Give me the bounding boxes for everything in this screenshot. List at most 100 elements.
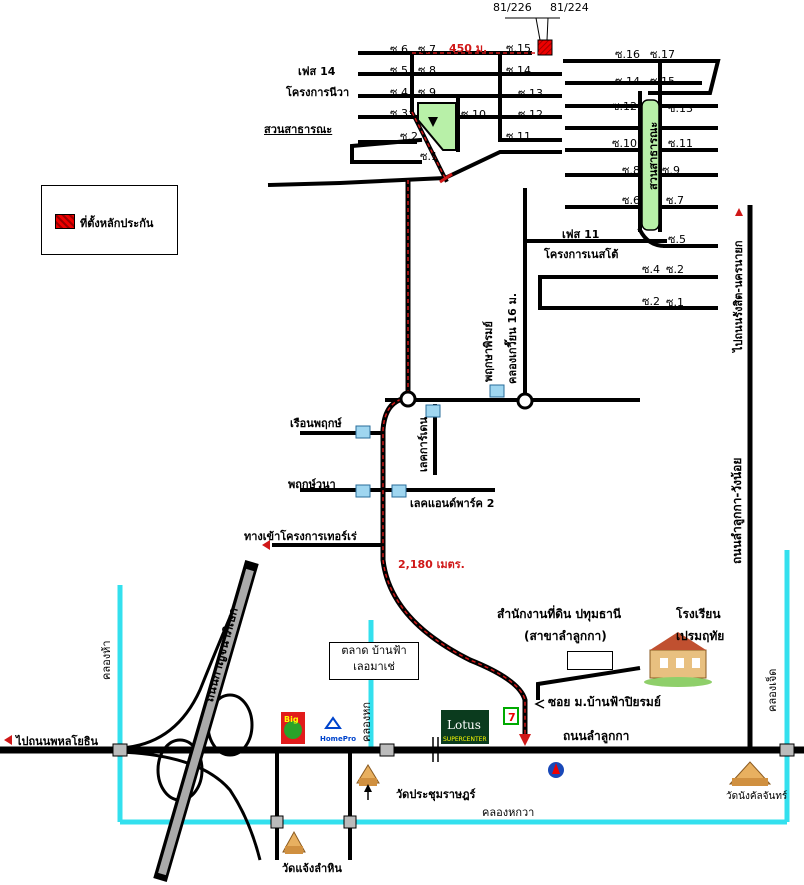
- market-line-2: เลอมาเช่: [353, 660, 395, 673]
- temple-prachum-icon: [356, 764, 380, 786]
- label-wat-prachum: วัดประชุมราษฎร์: [396, 788, 476, 801]
- soi-label: ซ.10: [612, 137, 637, 150]
- soi-label: ซ.2: [400, 130, 418, 143]
- label-phrueksaphirom: พฤกษาพิรมย์: [482, 321, 495, 382]
- park-north-arrow: [428, 117, 438, 127]
- soi-label: ซ.2: [666, 263, 684, 276]
- label-lake-garden: เลคการ์เดน: [417, 416, 430, 472]
- label-khlong-khwai: คลองเกวี๊ยน 16 ม.: [506, 292, 519, 384]
- temple-nang-icon: [728, 761, 772, 786]
- soi-label: ซ.13: [518, 87, 543, 100]
- label-phruek-wana: พฤกษ์วนา: [288, 478, 336, 491]
- label-khlong-jet: คลองเจ็ด: [766, 668, 779, 712]
- label-phase11: เฟส 11: [562, 228, 600, 241]
- village-icons: [355, 384, 505, 498]
- soi-label: ซ.14: [506, 64, 531, 77]
- label-entrance: ทางเข้าโครงการเทอร์เร่: [244, 530, 357, 543]
- junction-b: [516, 392, 534, 410]
- soi-label: ซ.15: [506, 42, 531, 55]
- road-soi-banfa: [536, 666, 641, 700]
- bridges: [112, 743, 795, 829]
- soi-label: ซ.3: [390, 107, 408, 120]
- lotus-logo-text: Lotus: [447, 718, 481, 732]
- label-phase14: เฟส 14: [298, 65, 336, 78]
- overpass-mark: [432, 737, 439, 762]
- label-to-phahon: ไปถนนพหลโยธิน: [16, 735, 99, 748]
- lotus-logo: [441, 710, 489, 744]
- label-to-rangsit: ไปถนนรังสิต-นครนายก: [732, 240, 745, 352]
- land-office-box: [567, 651, 613, 670]
- soi-label: ซ.7: [666, 194, 684, 207]
- fuel-station-flame: [552, 763, 560, 774]
- arrow-wat-prachum-head: [364, 784, 372, 792]
- soi-label: ซ.11: [506, 130, 531, 143]
- side-roads-south: [275, 750, 352, 860]
- label-park-east: สวนสาธารณะ: [647, 121, 660, 190]
- park-east: [641, 99, 660, 231]
- label-land-office: สำนักงานที่ดิน ปทุมธานี: [497, 607, 622, 621]
- distance-main: 2,180 เมตร.: [398, 558, 465, 571]
- route-junction-mark: [439, 172, 453, 184]
- label-school-name: เปรมฤทัย: [676, 629, 725, 643]
- soi-label: ซ.2: [642, 295, 660, 308]
- soi-label: ซ.8: [418, 64, 436, 77]
- soi-label: ซ.11: [668, 137, 693, 150]
- big-c-logo-text: Big: [284, 715, 299, 724]
- soi-label: ซ.8: [622, 164, 640, 177]
- park-north: [417, 102, 457, 151]
- lotus-logo-subtext: SUPERCENTER: [443, 736, 487, 743]
- soi-label: ซ.9: [662, 164, 680, 177]
- legend: ที่ตั้งหลักประกัน: [41, 185, 178, 255]
- homepro-logo: [324, 716, 342, 729]
- seven-eleven-icon: [503, 707, 519, 725]
- big-c-logo-circle: [284, 721, 302, 739]
- market-box: ตลาด บ้านฟ้า เลอมาเช่: [329, 642, 419, 680]
- soi-label: ซ.12: [518, 108, 543, 121]
- label-lake-park2: เลคแอนด์พาร์ค 2: [410, 497, 495, 510]
- junction-a: [399, 390, 417, 408]
- arrow-to-phahon: [4, 735, 12, 745]
- legend-swatch: [55, 214, 75, 229]
- soi-label: ซ.6: [622, 194, 640, 207]
- label-nesde: โครงการเนสโต้: [544, 248, 619, 261]
- label-soi-banfa: ซอย ม.บ้านฟ้าปิยรมย์: [548, 695, 661, 709]
- soi-label: ซ.1: [666, 296, 684, 309]
- arrow-entrance: [262, 540, 270, 550]
- market-line-1: ตลาด บ้านฟ้า: [341, 644, 407, 657]
- legend-label: ที่ตั้งหลักประกัน: [80, 217, 154, 230]
- homepro-logo-text: HomePro: [320, 735, 356, 743]
- label-khlong-hok: คลองหก: [360, 702, 373, 742]
- east-soi-grid: [523, 59, 721, 310]
- label-khlong-ha: คลองห้า: [100, 640, 113, 680]
- soi-label: ซ.6: [390, 43, 408, 56]
- soi-label: ซ.9: [418, 86, 436, 99]
- arrow-to-rangsit: [735, 208, 743, 216]
- label-khlong-hokwa: คลองหกวา: [482, 806, 535, 819]
- middle-roads: [272, 398, 640, 547]
- plot-pointer-left: [535, 17, 541, 41]
- temple-chaeng-icon: [282, 830, 306, 854]
- soi-label: ซ.5: [390, 64, 408, 77]
- soi-label: ซ.12: [612, 100, 637, 113]
- label-wat-nang: วัดนังคัลจันทร์: [726, 791, 788, 802]
- label-ruean-phruek: เรือนพฤกษ์: [290, 417, 342, 430]
- plot-number-left: 81/226: [493, 1, 532, 14]
- route-main: [380, 395, 528, 740]
- collateral-plot: [537, 39, 553, 56]
- label-niwa: โครงการนีวา: [286, 86, 350, 99]
- school-building-icon: [644, 632, 712, 687]
- soi-label: ซ.5: [668, 233, 686, 246]
- soi-label: ซ.16: [615, 48, 640, 61]
- soi-label: ซ.7: [418, 43, 436, 56]
- distance-top: 450 ม.: [449, 42, 488, 55]
- label-park: สวนสาธารณะ: [264, 123, 333, 136]
- plot-pointer-right: [546, 17, 549, 41]
- plot-number-right: 81/224: [550, 1, 589, 14]
- label-lam-luk-ka-rd: ถนนลำลูกกา: [563, 729, 630, 743]
- soi-label: ซ.4: [642, 263, 660, 276]
- soi-label: ซ.13: [668, 102, 693, 115]
- soi-label: ซ.15: [650, 75, 675, 88]
- pointer-banfa: [534, 699, 545, 709]
- kanchana-expressway: [153, 560, 259, 882]
